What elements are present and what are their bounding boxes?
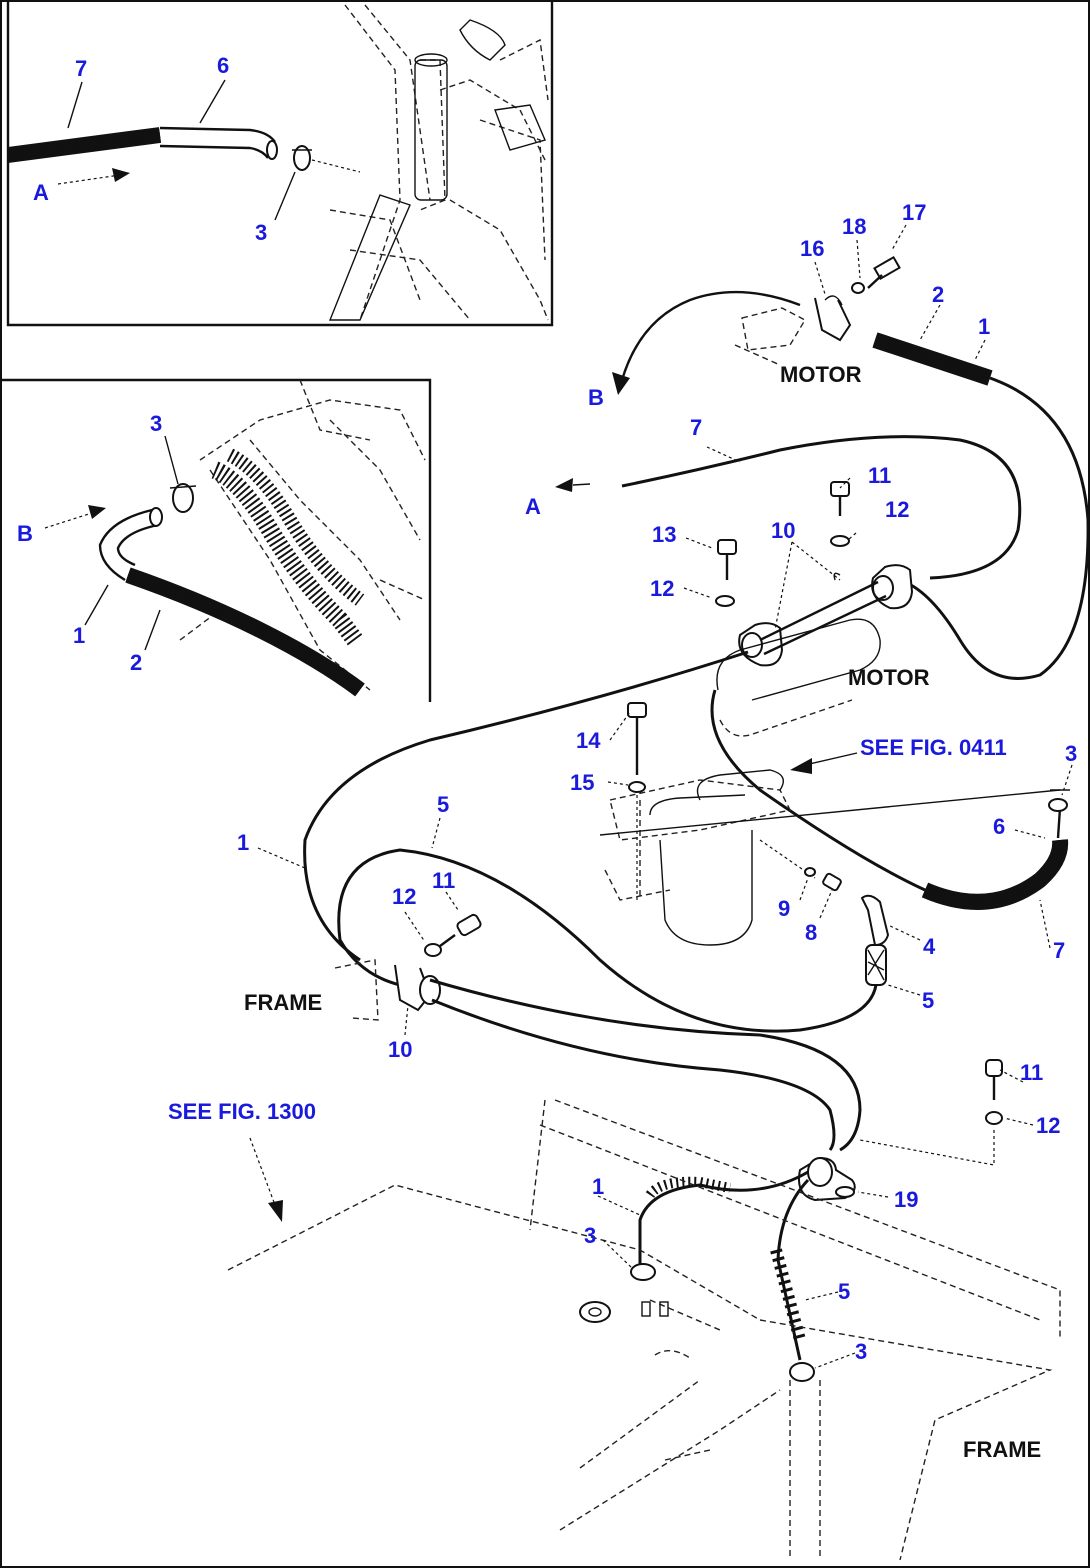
view-label-a: A [33,180,49,205]
callout-9: 9 [778,896,790,921]
frame-label-bottom: FRAME [963,1437,1041,1462]
callout-10: 10 [388,1037,412,1062]
callout-12: 12 [392,884,416,909]
inset-view-b [2,378,432,702]
callout-7: 7 [690,415,702,440]
callout-1: 1 [237,830,249,855]
callout-2: 2 [932,282,944,307]
callout-11: 11 [868,463,891,488]
inset-view-a [6,2,554,327]
callout-1: 1 [592,1174,604,1199]
callout-14: 14 [576,728,601,753]
callout-12: 12 [650,576,674,601]
callout-3: 3 [255,220,267,245]
callout-8: 8 [805,920,817,945]
callout-3: 3 [584,1223,596,1248]
callout-18: 18 [842,214,866,239]
callout-19: 19 [894,1187,918,1212]
callout-2: 2 [130,650,142,675]
see-fig-1300-label: SEE FIG. 1300 [168,1099,316,1124]
callout-1: 1 [73,623,85,648]
frame-label-mid: FRAME [244,990,322,1015]
callout-5: 5 [838,1279,850,1304]
main-assembly [227,224,1090,1561]
callout-5: 5 [437,792,449,817]
callout-1: 1 [978,314,990,339]
callout-16: 16 [800,236,824,261]
callout-4: 4 [923,934,936,959]
callout-10: 10 [771,518,795,543]
callout-11: 11 [432,868,455,893]
callout-11: 11 [1020,1060,1043,1085]
callout-7: 7 [75,56,87,81]
callout-12: 12 [885,497,909,522]
motor-label-mid: MOTOR [848,665,930,690]
view-label-a-main: A [525,494,541,519]
callout-7: 7 [1053,938,1065,963]
callout-3: 3 [1065,741,1077,766]
callout-3: 3 [855,1339,867,1364]
view-label-b-main: B [588,385,604,410]
callout-labels: 7 6 A 3 3 B 1 2 16 18 17 2 1 MOTOR B 7 A… [17,53,1077,1462]
callout-5: 5 [922,988,934,1013]
callout-3: 3 [150,411,162,436]
callout-17: 17 [902,200,926,225]
see-fig-0411-label: SEE FIG. 0411 [860,735,1007,760]
view-label-b: B [17,521,33,546]
callout-6: 6 [993,814,1005,839]
motor-label-top: MOTOR [780,362,862,387]
callout-12: 12 [1036,1113,1060,1138]
callout-13: 13 [652,522,676,547]
callout-6: 6 [217,53,229,78]
callout-15: 15 [570,770,594,795]
